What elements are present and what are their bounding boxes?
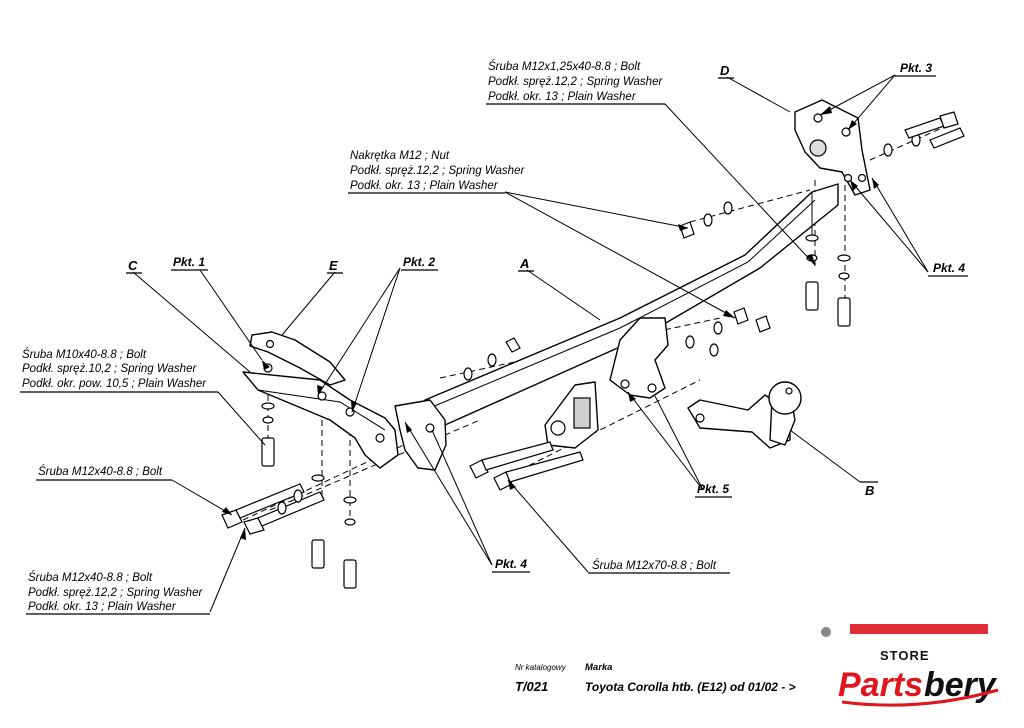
part-letters: A B C D E (126, 63, 878, 498)
label-left-bolt: Śruba M10x40-8.8 ; Bolt Podkł. spręż.10,… (20, 348, 218, 393)
logo-store-text: STORE (880, 648, 930, 663)
hardware-center (463, 307, 771, 491)
left-bolt-line-1: Śruba M10x40-8.8 ; Bolt (22, 348, 147, 361)
label-nut-group: Nakrętka M12 ; Nut Podkł. spręż.12,2 ; S… (348, 150, 525, 194)
letter-e: E (329, 258, 338, 273)
label-bottom-bolt: Śruba M12x40-8.8 ; Bolt Podkł. spręż.12,… (26, 571, 210, 615)
bottom-bolt-line-1: Śruba M12x40-8.8 ; Bolt (28, 571, 153, 584)
catalog-caption: Nr katalogowy (515, 663, 567, 672)
letter-c: C (128, 258, 138, 273)
bottom-bolt-line-3: Podkł. okr. 13 ; Plain Washer (28, 601, 177, 613)
top-bolt-line-3: Podkł. okr. 13 ; Plain Washer (488, 91, 637, 103)
long-bolt-line-1: Śruba M12x70-8.8 ; Bolt (592, 559, 717, 572)
pkt4-right-label: Pkt. 4 (933, 261, 965, 275)
right-bracket-d (794, 99, 871, 196)
left-bolt-line-3: Podkł. okr. pow. 10,5 ; Plain Washer (22, 378, 207, 390)
point-labels: Pkt. 1 Pkt. 2 Pkt. 3 Pkt. 4 Pkt. 4 Pkt. … (171, 61, 968, 573)
tow-ball-b (687, 381, 802, 449)
nut-line-3: Podkł. okr. 13 ; Plain Washer (350, 180, 499, 192)
main-crossbar-a (394, 183, 839, 471)
arrowheads (222, 106, 879, 540)
label-mid-bolt: Śruba M12x40-8.8 ; Bolt (36, 465, 172, 481)
partsbery-logo: STORE Parts bery (838, 648, 999, 707)
vehicle-model: Toyota Corolla htb. (E12) od 01/02 - > (585, 680, 796, 694)
pkt5-label: Pkt. 5 (697, 482, 729, 496)
letter-d: D (720, 63, 730, 78)
pkt1-label: Pkt. 1 (173, 255, 205, 269)
left-bolt-line-2: Podkł. spręż.10,2 ; Spring Washer (22, 363, 197, 375)
plate-e (249, 331, 346, 386)
label-top-bolt: Śruba M12x1,25x40-8.8 ; Bolt Podkł. sprę… (486, 60, 665, 105)
label-long-bolt: Śruba M12x70-8.8 ; Bolt (588, 559, 730, 574)
leader-lines (132, 74, 929, 613)
make-caption: Marka (585, 662, 612, 673)
letter-a: A (519, 256, 529, 271)
mid-bolt-line-1: Śruba M12x40-8.8 ; Bolt (38, 465, 163, 478)
hardware-right (679, 111, 965, 327)
catalog-number: T/021 (515, 679, 548, 694)
pkt2-label: Pkt. 2 (403, 255, 435, 269)
nut-line-2: Podkł. spręż.12,2 ; Spring Washer (350, 165, 525, 177)
pkt3-label: Pkt. 3 (900, 61, 932, 75)
top-bolt-line-1: Śruba M12x1,25x40-8.8 ; Bolt (488, 60, 641, 73)
nut-line-1: Nakrętka M12 ; Nut (350, 150, 450, 162)
imiga-logo-fragment (821, 624, 988, 637)
hardware-left (221, 402, 357, 589)
top-bolt-line-2: Podkł. spręż.12,2 ; Spring Washer (488, 76, 663, 88)
bottom-bolt-line-2: Podkł. spręż.12,2 ; Spring Washer (28, 587, 203, 599)
title-block: Nr katalogowy Marka T/021 Toyota Corolla… (515, 662, 796, 694)
logo-parts-text: Parts (838, 666, 923, 704)
pkt4-left-label: Pkt. 4 (495, 557, 527, 571)
letter-b: B (865, 483, 874, 498)
